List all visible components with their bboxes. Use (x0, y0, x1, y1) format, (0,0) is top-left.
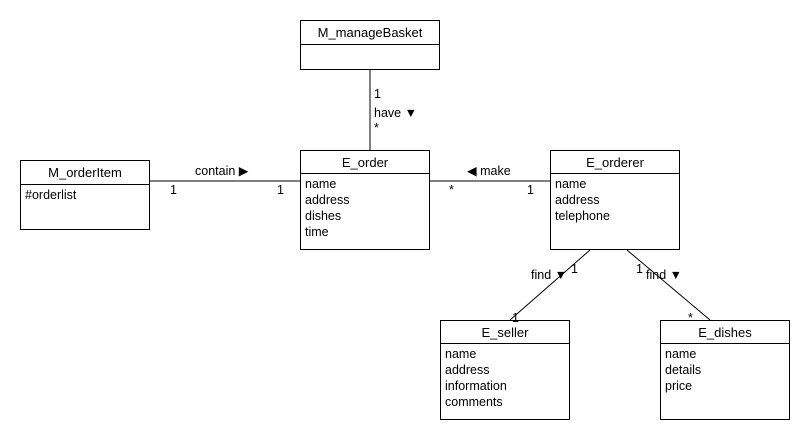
find-dishes-mult-dishes: * (688, 311, 693, 325)
class-attributes: name address telephone (551, 174, 679, 224)
attribute: address (555, 193, 600, 207)
attribute: telephone (555, 209, 610, 223)
class-e-dishes[interactable]: E_dishes name details price (660, 320, 790, 420)
class-attributes (301, 45, 439, 47)
make-mult-orderer: 1 (527, 183, 534, 197)
find-seller-association-line[interactable] (509, 249, 591, 321)
class-attributes: #orderlist (21, 185, 149, 203)
find-dishes-association-line[interactable] (626, 249, 711, 321)
find-seller-mult-orderer: 1 (571, 262, 578, 276)
attribute: #orderlist (25, 188, 77, 202)
contain-label: contain ▶ (195, 164, 249, 178)
class-name: E_dishes (661, 321, 789, 344)
attribute: dishes (305, 209, 342, 223)
find-seller-label: find ▼ (531, 268, 567, 282)
find-seller-mult-seller: 1 (512, 311, 519, 325)
class-name: E_order (301, 151, 429, 174)
attribute: price (665, 379, 693, 393)
have-label: have ▼ (374, 106, 417, 120)
class-name: M_manageBasket (301, 21, 439, 45)
class-name: E_orderer (551, 151, 679, 174)
class-e-seller[interactable]: E_seller name address information commen… (440, 320, 570, 420)
have-mult-order: * (374, 121, 379, 135)
attribute: information (445, 379, 507, 393)
attribute: name (445, 347, 477, 361)
attribute: name (665, 347, 697, 361)
class-attributes: name details price (661, 344, 789, 394)
class-e-order[interactable]: E_order name address dishes time (300, 150, 430, 250)
class-attributes: name address information comments (441, 344, 569, 410)
class-e-orderer[interactable]: E_orderer name address telephone (550, 150, 680, 250)
find-dishes-mult-orderer: 1 (636, 262, 643, 276)
attribute: name (305, 177, 337, 191)
make-label: ◀ make (467, 164, 511, 178)
make-mult-order: * (449, 183, 454, 197)
attribute: name (555, 177, 587, 191)
have-mult-basket: 1 (374, 87, 381, 101)
class-m-order-item[interactable]: M_orderItem #orderlist (20, 160, 150, 230)
class-name: M_orderItem (21, 161, 149, 185)
class-attributes: name address dishes time (301, 174, 429, 240)
contain-mult-order: 1 (277, 183, 284, 197)
class-name: E_seller (441, 321, 569, 344)
find-dishes-label: find ▼ (646, 268, 682, 282)
contain-mult-item: 1 (170, 183, 177, 197)
class-m-manage-basket[interactable]: M_manageBasket (300, 20, 440, 70)
attribute: comments (445, 395, 503, 409)
attribute: time (305, 225, 329, 239)
attribute: details (665, 363, 702, 377)
attribute: address (445, 363, 490, 377)
attribute: address (305, 193, 350, 207)
